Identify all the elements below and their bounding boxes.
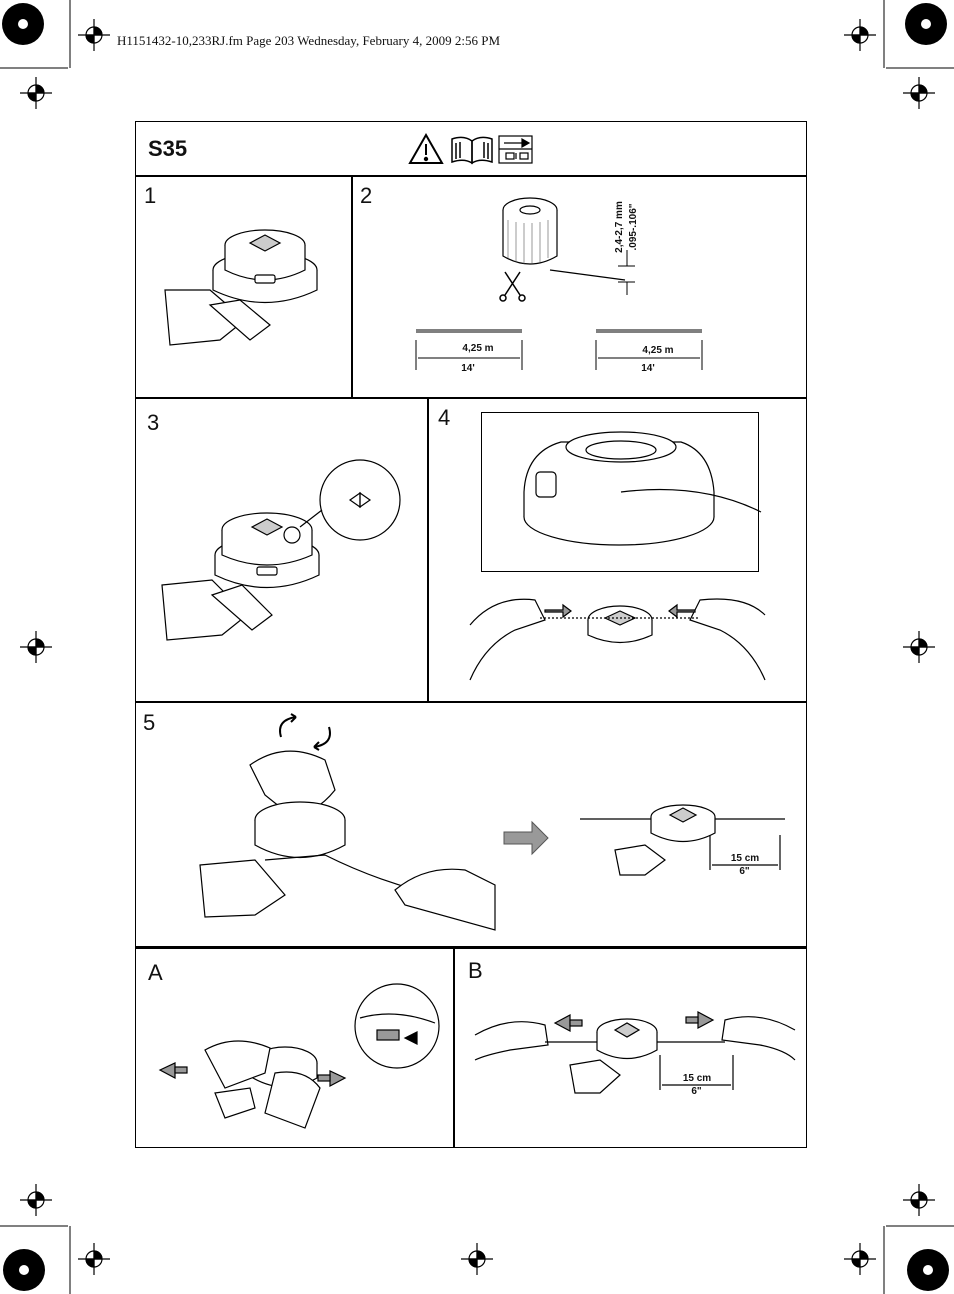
detail-box [481,412,759,572]
line-length-left-m: 4,25 m [462,343,494,354]
step-label-1: 1 [144,183,157,208]
warning-icon [408,132,444,164]
step-label-4: 4 [438,405,451,430]
divider [453,948,455,1148]
line-diameter-in: .095-.106" [628,203,639,251]
line-insertion-detail [523,431,762,546]
step-label-2: 2 [360,183,373,208]
step-label-3: 3 [147,410,160,435]
instruction-arrow-icon [498,135,533,164]
dimension-lines [415,329,703,370]
pull-distance-cm: 15 cm [682,1073,712,1084]
line-pull-illustration-b [474,1011,796,1094]
line-spool-illustration [415,197,703,370]
trim-distance-cm: 15 cm [730,853,760,864]
line-diameter-mm: 2,4-2,7 mm [614,201,625,253]
line-length-right-ft: 14' [641,363,655,374]
crosshair-icon [20,19,935,1275]
file-info-header: H1151432-10,233RJ.fm Page 203 Wednesday,… [117,33,501,48]
divider [135,701,807,703]
line-pull-illustration-a [158,983,440,1129]
head-alignment-illustration [161,459,401,641]
divider [351,175,353,397]
rotate-arrows-icon [279,713,331,751]
instruction-frame [135,121,807,1148]
trimmed-head-illustration [580,804,785,876]
header-icons [408,132,533,165]
divider [135,397,807,399]
section-title: S35 [148,136,188,161]
line-length-right-m: 4,25 m [642,345,674,356]
step-label-a: A [148,960,163,985]
divider [427,397,429,701]
divider [135,175,807,177]
next-step-arrow-icon [503,820,549,856]
divider [135,946,807,949]
sunburst-target-icon [2,3,949,1291]
line-length-left-ft: 14' [461,363,475,374]
scissors-icon [499,271,526,302]
trimmer-head-illustration [164,229,318,346]
step-label-b: B [468,958,483,983]
trim-distance-in: 6" [739,866,750,877]
winding-hand-illustration [199,750,496,931]
manual-book-icon [451,136,493,165]
threading-hands-illustration [469,598,766,681]
step-label-5: 5 [143,710,156,735]
pull-distance-in: 6" [691,1086,702,1097]
